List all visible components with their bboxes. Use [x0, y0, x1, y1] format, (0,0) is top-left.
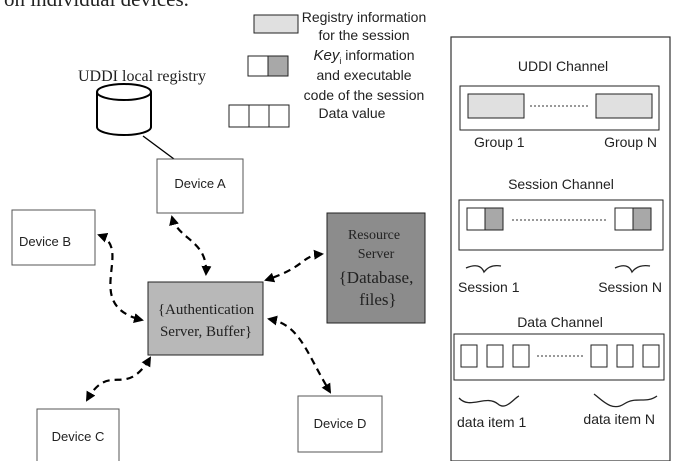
uddi-group-1-slot [467, 93, 525, 119]
session-left-label: Session 1 [458, 279, 520, 295]
top-caption: on individual devices. [4, 0, 189, 11]
session-right-label: Session N [598, 279, 662, 295]
link-auth-device-d [267, 315, 332, 394]
registry-connector [142, 135, 179, 163]
auth-label-line-1: {Authentication [158, 302, 255, 318]
legend-data-swatch [228, 104, 290, 128]
legend-line-4: and executable [317, 67, 412, 83]
registry-label: UDDI local registry [78, 68, 206, 85]
device-c-label: Device C [52, 429, 105, 444]
session-1-brace [465, 264, 502, 274]
data-left-label: data item 1 [457, 414, 526, 430]
data-right-label: data item N [583, 411, 655, 427]
link-resource-auth [264, 249, 324, 283]
legend-line-3: Keyi information [313, 47, 414, 66]
session-channel-title: Session Channel [508, 176, 614, 192]
data-items-left [460, 344, 530, 368]
link-device-b-auth [97, 233, 144, 323]
uddi-channel-title: UDDI Channel [518, 58, 608, 74]
session-1-slot [466, 207, 504, 231]
device-b-box [11, 209, 96, 266]
session-n-brace [614, 264, 651, 274]
device-d-box [297, 395, 383, 453]
uddi-group-n-slot [595, 93, 653, 119]
legend-registry-swatch [253, 14, 299, 34]
uddi-right-label: Group N [604, 134, 657, 150]
legend-key-swatch [247, 55, 289, 77]
resource-label-line-3: {Database, [339, 268, 414, 287]
device-a-box [156, 158, 244, 214]
auth-label-line-2: Server, Buffer} [160, 324, 252, 340]
legend-text: Registry information for the session Key… [302, 9, 427, 121]
session-n-slot [614, 207, 652, 231]
device-d-label: Device D [314, 416, 367, 431]
legend-line-2: for the session [318, 27, 409, 43]
uddi-left-label: Group 1 [474, 134, 525, 150]
link-device-a-auth [169, 215, 212, 276]
legend-line-5: code of the session [304, 87, 425, 103]
data-item-n-brace [593, 393, 658, 408]
device-c-box [36, 408, 120, 461]
data-channel-title: Data Channel [517, 314, 603, 330]
resource-server-box [326, 212, 426, 324]
legend-line-1: Registry information [302, 9, 427, 25]
authentication-server-box [147, 281, 264, 356]
resource-label-line-2: Server [358, 247, 395, 262]
data-item-1-brace [458, 395, 520, 407]
device-a-label: Device A [174, 176, 226, 191]
database-cylinder-icon [96, 83, 152, 136]
legend-line-6: Data value [319, 105, 386, 121]
link-device-c-auth [86, 356, 152, 402]
resource-label-line-1: Resource [348, 228, 400, 243]
resource-label-line-4: files} [359, 290, 396, 309]
device-b-label: Device B [19, 234, 71, 249]
data-items-right [590, 344, 660, 368]
